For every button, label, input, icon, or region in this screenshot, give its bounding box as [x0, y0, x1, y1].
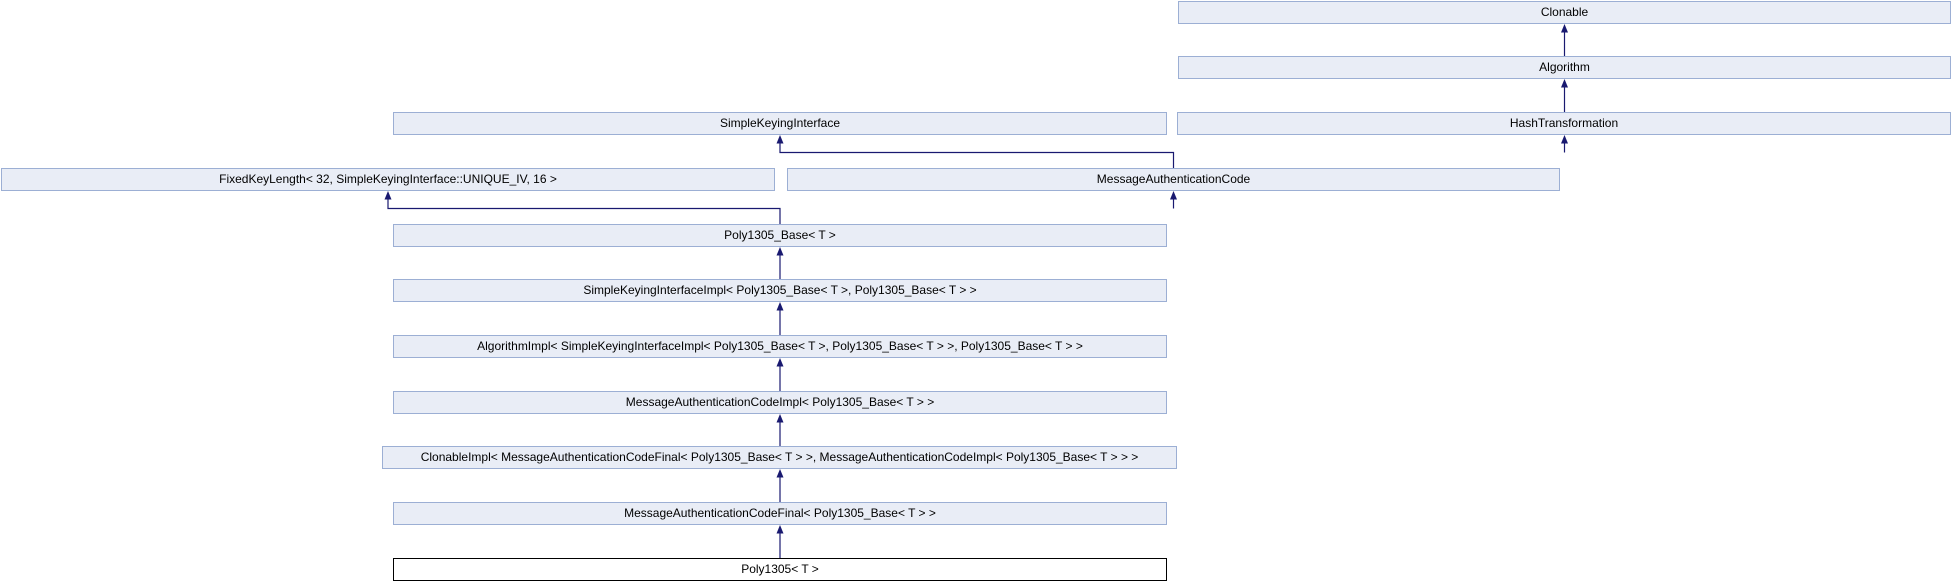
- class-node-clonable-impl[interactable]: ClonableImpl< MessageAuthenticationCodeF…: [382, 446, 1177, 469]
- class-node-simple-keying-interface[interactable]: SimpleKeyingInterface: [393, 112, 1167, 135]
- class-node-hash-transformation[interactable]: HashTransformation: [1177, 112, 1951, 135]
- class-node-message-authentication-code-final[interactable]: MessageAuthenticationCodeFinal< Poly1305…: [393, 502, 1167, 525]
- class-node-poly1305-current: Poly1305< T >: [393, 558, 1167, 581]
- class-node-algorithm[interactable]: Algorithm: [1178, 56, 1951, 79]
- class-node-fixed-key-length[interactable]: FixedKeyLength< 32, SimpleKeyingInterfac…: [1, 168, 775, 191]
- class-node-algorithm-impl[interactable]: AlgorithmImpl< SimpleKeyingInterfaceImpl…: [393, 335, 1167, 358]
- class-node-clonable[interactable]: Clonable: [1178, 1, 1951, 24]
- class-node-poly1305-base[interactable]: Poly1305_Base< T >: [393, 224, 1167, 247]
- class-node-message-authentication-code[interactable]: MessageAuthenticationCode: [787, 168, 1560, 191]
- class-node-message-authentication-code-impl[interactable]: MessageAuthenticationCodeImpl< Poly1305_…: [393, 391, 1167, 414]
- class-node-simple-keying-interface-impl[interactable]: SimpleKeyingInterfaceImpl< Poly1305_Base…: [393, 279, 1167, 302]
